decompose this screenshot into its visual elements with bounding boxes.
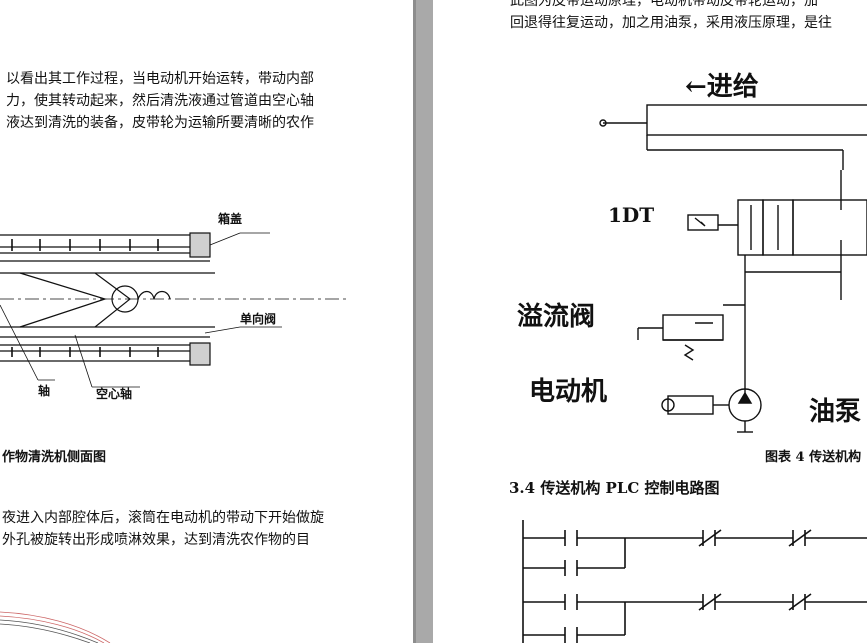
label-oil-pump: 油泵: [809, 397, 861, 427]
label-check-valve: 单向阀: [240, 311, 276, 326]
paragraph-1-line-3: 液达到清洗的装备，皮带轮为运输所要清晰的农作: [6, 115, 314, 131]
right-top-line-2: 回退得往复运动，加之用油泵，采用液压原理，是往: [510, 15, 832, 31]
paragraph-2-line-2: 外孔被旋转出形成喷淋效果，达到清洗农作物的目: [2, 532, 310, 548]
paragraph-1-line-2: 力，使其转动起来，然后清洗液通过管道由空心轴: [6, 93, 314, 109]
next-figure-fragment: [0, 611, 111, 643]
plc-ladder-diagram: [522, 520, 867, 643]
label-hollow-shaft: 空心轴: [96, 386, 132, 401]
section-heading: 3.4 传送机构 PLC 控制电路图: [509, 479, 720, 497]
label-motor: 电动机: [529, 377, 607, 407]
right-top-paragraph: 此图为皮带运动原理，电动机带动皮带轮运动，加 回退得往复运动，加之用油泵，采用液…: [510, 0, 832, 34]
washer-side-view-figure: 箱盖 单向阀 轴 空心轴: [0, 211, 350, 401]
label-1dt: 1DT: [608, 203, 654, 227]
label-relief-valve: 溢流阀: [517, 302, 595, 332]
label-shaft: 轴: [38, 383, 50, 398]
paragraph-2-line-1: 夜进入内部腔体后，滚筒在电动机的带动下开始做旋: [2, 510, 324, 526]
hydraulic-diagram: ←进给 1DT 溢流阀 电动机 油泵: [517, 71, 867, 433]
right-page: 此图为皮带运动原理，电动机带动皮带轮运动，加 回退得往复运动，加之用油泵，采用液…: [433, 0, 867, 643]
paragraph-2: 夜进入内部腔体后，滚筒在电动机的带动下开始做旋 外孔被旋转出形成喷淋效果，达到清…: [2, 507, 324, 551]
label-feed: ←进给: [685, 71, 759, 102]
left-page: 以看出其工作过程，当电动机开始运转，带动内部 力，使其转动起来，然后清洗液通过管…: [0, 0, 413, 643]
paragraph-1-line-1: 以看出其工作过程，当电动机开始运转，带动内部: [6, 71, 314, 87]
paragraph-1: 以看出其工作过程，当电动机开始运转，带动内部 力，使其转动起来，然后清洗液通过管…: [6, 68, 314, 134]
left-figure-caption: 作物清洗机侧面图: [2, 450, 107, 465]
right-figure-caption: 图表 4 传送机构: [765, 450, 862, 465]
right-top-line-1: 此图为皮带运动原理，电动机带动皮带轮运动，加: [510, 0, 818, 9]
page-gutter: [413, 0, 433, 643]
label-box-lid: 箱盖: [218, 211, 242, 226]
